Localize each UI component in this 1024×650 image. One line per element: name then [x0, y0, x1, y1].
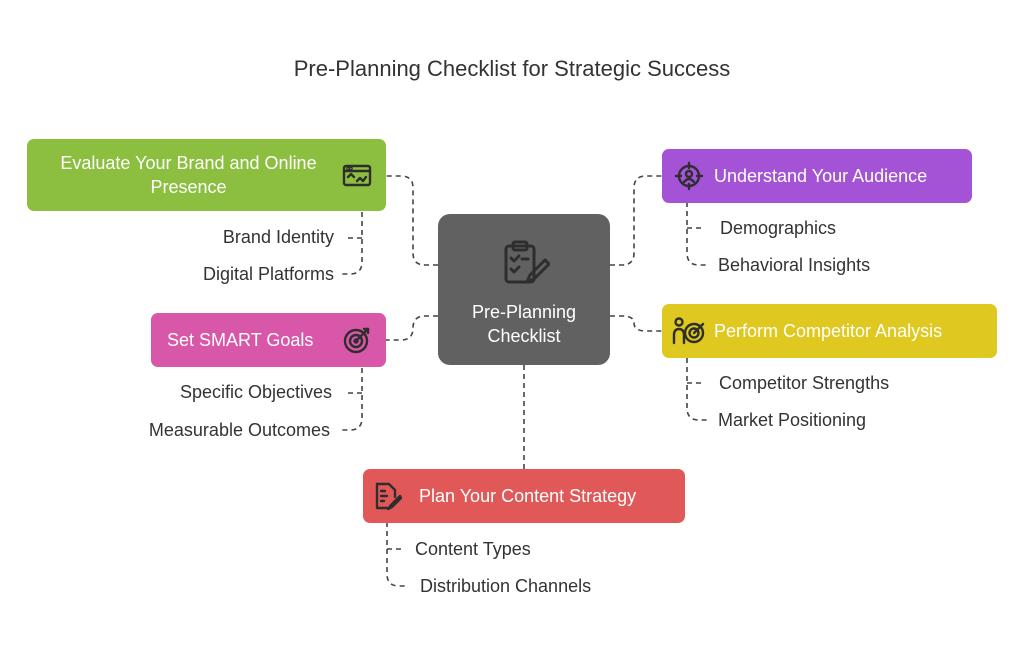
audience-item-demographics: Demographics — [720, 218, 837, 238]
connector-competitor-items — [686, 358, 708, 421]
user-target-icon — [674, 161, 704, 191]
connector-audience-items — [686, 202, 708, 266]
clipboard-checklist-icon — [498, 238, 551, 295]
center-label-line2: Checklist — [487, 326, 561, 346]
audience-label: Understand Your Audience — [714, 165, 928, 186]
brand-item-brand-identity: Brand Identity — [222, 227, 334, 247]
competitor-icon — [672, 316, 706, 346]
content-strategy-box: Plan Your Content Strategy — [363, 469, 685, 523]
brand-presence-label-line1: Evaluate Your Brand and Online — [60, 153, 317, 173]
connector-goals — [386, 315, 438, 341]
competitor-item-market-positioning: Market Positioning — [718, 410, 867, 430]
connector-competitor — [610, 315, 662, 332]
competitor-box: Perform Competitor Analysis — [662, 304, 997, 358]
connector-goals-items — [340, 368, 363, 431]
center-label-line1: Pre-Planning — [471, 302, 577, 322]
browser-window-icon — [342, 162, 372, 188]
audience-item-behavioral-insights: Behavioral Insights — [718, 255, 871, 275]
connector-brand — [386, 175, 438, 266]
content-edit-icon — [373, 481, 403, 511]
audience-box: Understand Your Audience — [662, 149, 972, 203]
goals-item-specific-objectives: Specific Objectives — [179, 382, 332, 402]
smart-goals-label: Set SMART Goals — [167, 329, 314, 350]
connector-content-items — [386, 522, 408, 587]
goals-item-measurable-outcomes: Measurable Outcomes — [148, 420, 330, 440]
connector-audience — [610, 175, 662, 266]
content-item-distribution-channels: Distribution Channels — [420, 576, 592, 596]
target-icon — [342, 325, 372, 355]
brand-item-digital-platforms: Digital Platforms — [202, 264, 334, 284]
brand-presence-box: Evaluate Your Brand and Online Presence — [27, 139, 386, 211]
connector-brand-items — [340, 212, 363, 275]
brand-presence-label-line2: Presence — [150, 177, 227, 197]
content-item-content-types: Content Types — [415, 539, 531, 559]
competitor-item-strengths: Competitor Strengths — [719, 373, 890, 393]
content-strategy-label: Plan Your Content Strategy — [419, 485, 637, 506]
center-node: Pre-Planning Checklist — [438, 214, 610, 365]
smart-goals-box: Set SMART Goals — [151, 313, 386, 367]
competitor-label: Perform Competitor Analysis — [714, 320, 943, 341]
diagram-title: Pre-Planning Checklist for Strategic Suc… — [293, 56, 731, 81]
